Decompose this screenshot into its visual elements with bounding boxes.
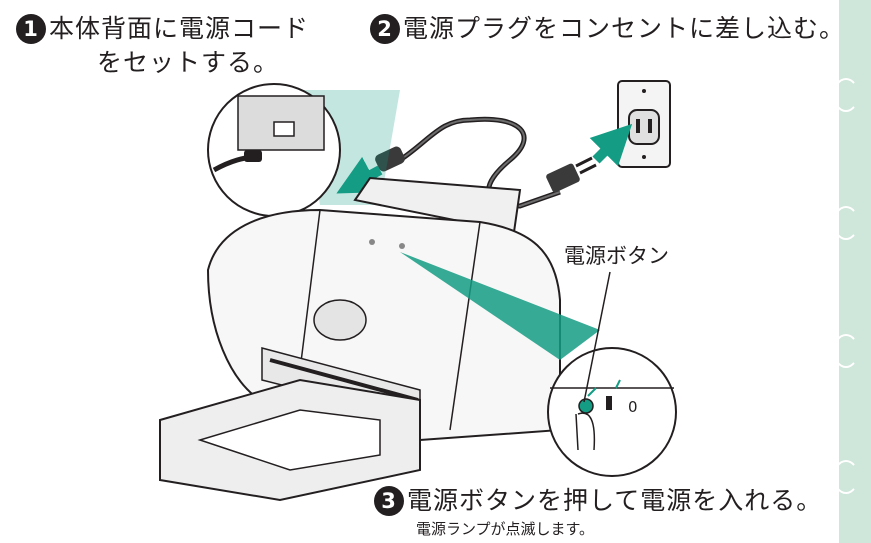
index-tab-mark (833, 334, 859, 368)
step-3-note: 電源ランプが点滅します。 (416, 520, 595, 538)
step-1-line-1: 本体背面に電源コード (49, 14, 310, 43)
index-tab-mark (833, 206, 859, 240)
svg-text:0: 0 (628, 398, 638, 416)
power-button-callout: 電源ボタン (564, 244, 669, 268)
printer-body (159, 176, 561, 502)
step-number-3: 3 (374, 486, 404, 516)
inset-printer-back (207, 83, 400, 217)
inset-power-button: 0 (400, 252, 677, 477)
step-3-instruction: 3 電源ボタンを押して電源を入れる。 (374, 484, 822, 518)
step-number-1: 1 (16, 14, 46, 44)
wall-outlet (617, 80, 671, 168)
index-tab-mark (833, 78, 859, 112)
index-tab-mark (833, 460, 859, 494)
step-number-2: 2 (370, 14, 400, 44)
step-1-line-2: をセットする。 (97, 48, 280, 77)
step-1-instruction: 1 本体背面に電源コード をセットする。 (16, 12, 309, 80)
step-2-text: 電源プラグをコンセントに差し込む。 (403, 14, 846, 43)
step-2-instruction: 2 電源プラグをコンセントに差し込む。 (370, 12, 845, 46)
step-1-text: 本体背面に電源コード をセットする。 (49, 12, 309, 80)
step-3-text: 電源ボタンを押して電源を入れる。 (407, 486, 823, 515)
